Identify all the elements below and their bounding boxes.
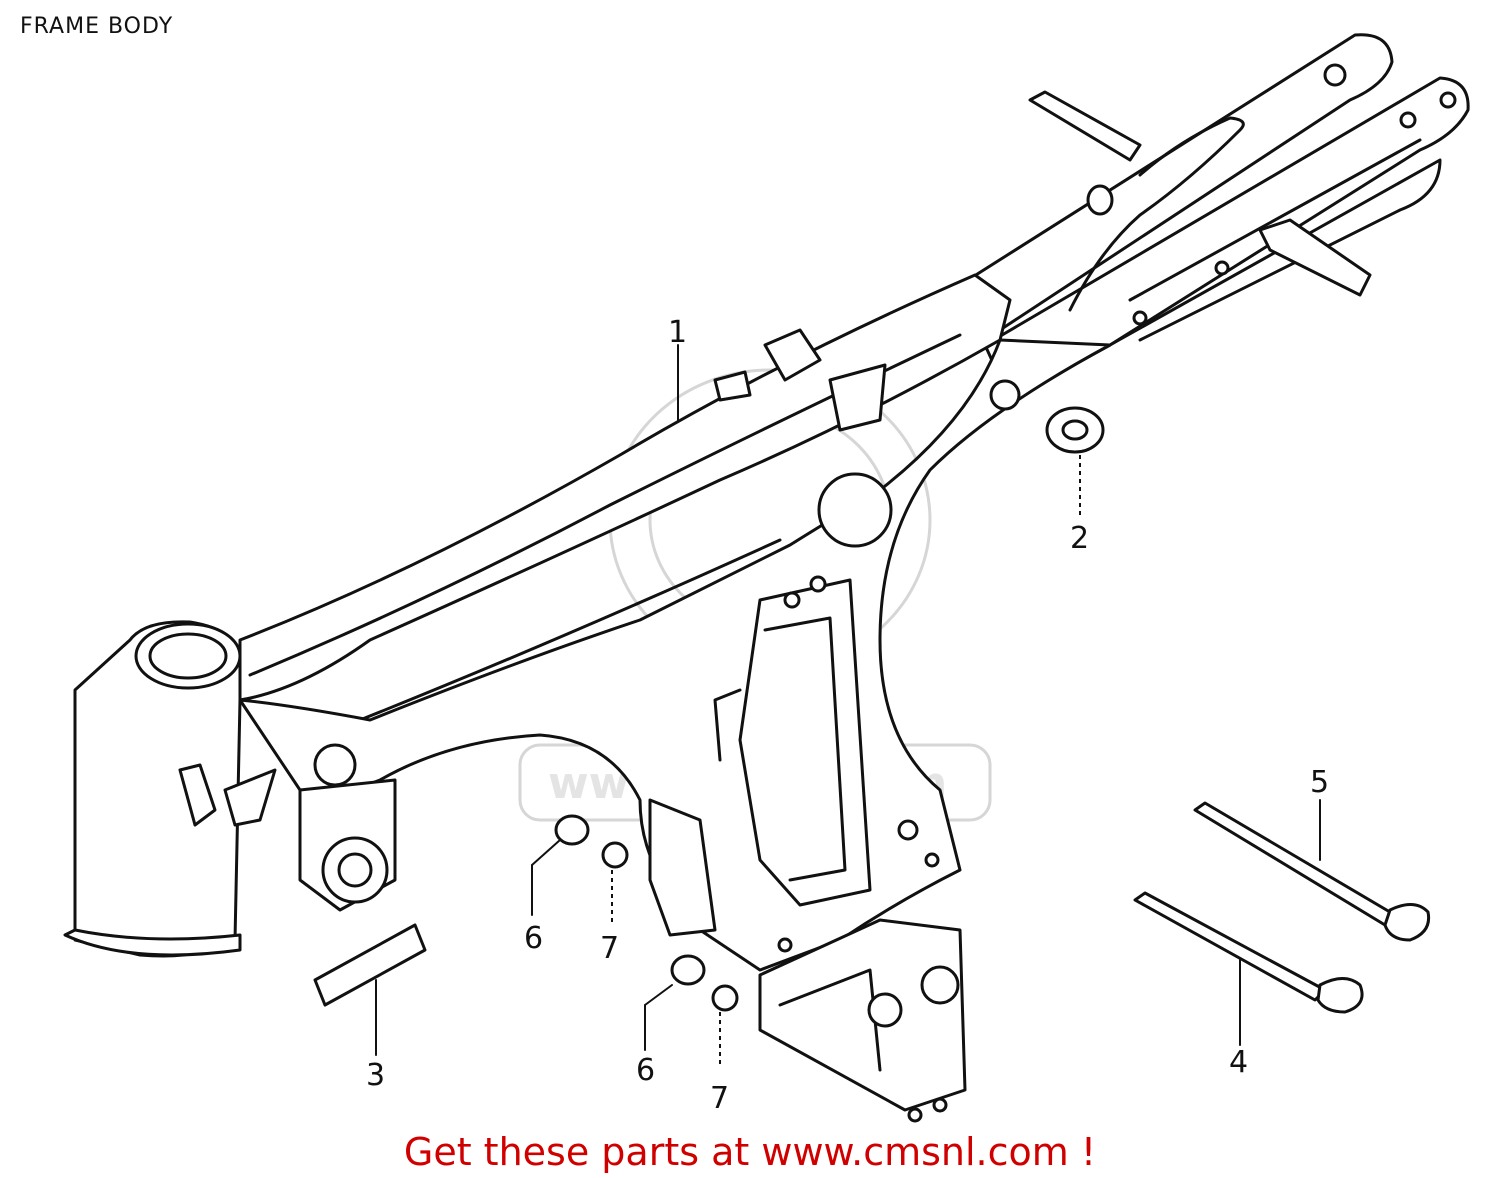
callout-washer-lower: 7 — [710, 1081, 729, 1116]
callout-collar-upper: 6 — [524, 921, 543, 956]
leader-lines — [375, 344, 1321, 1065]
short-bolt-part — [1193, 801, 1431, 942]
callout-labels: 1 2 3 4 5 6 7 6 7 — [366, 315, 1329, 1116]
callout-bolt-short: 5 — [1310, 765, 1329, 800]
callout-collar-lower: 6 — [636, 1053, 655, 1088]
promo-link[interactable]: Get these parts at www.cmsnl.com ! — [403, 1130, 1097, 1174]
callout-bolt-long: 4 — [1229, 1045, 1248, 1080]
callout-grommet: 2 — [1070, 521, 1089, 556]
grommet-part — [1045, 406, 1105, 454]
frame-body-part — [63, 33, 1470, 1123]
callout-label-plate: 3 — [366, 1058, 385, 1093]
callout-frame: 1 — [668, 315, 687, 350]
callout-washer-upper: 7 — [600, 931, 619, 966]
long-bolt-part — [1133, 891, 1364, 1014]
collars-washers — [554, 814, 739, 1012]
diagram-title: FRAME BODY — [20, 14, 174, 39]
label-plate-part — [313, 923, 427, 1007]
